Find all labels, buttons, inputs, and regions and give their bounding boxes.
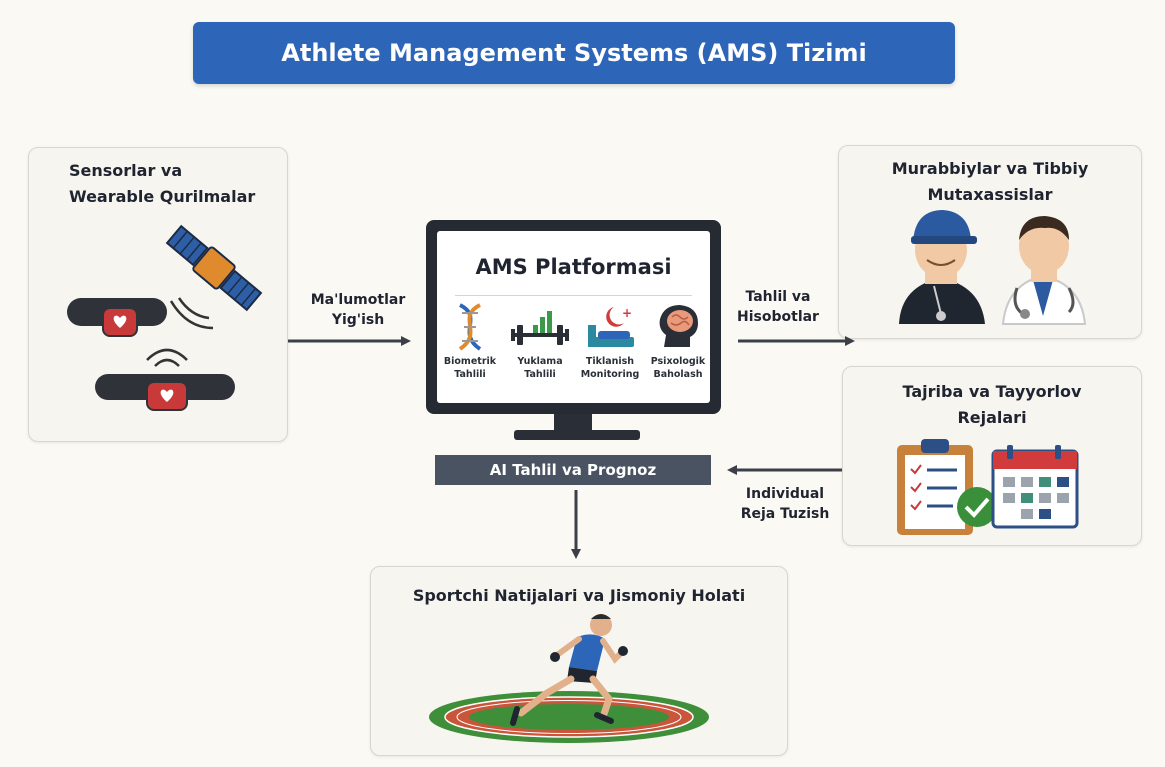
module-biometric-label: Biometrik Tahlili xyxy=(443,356,497,380)
heart-rate-strap-icon xyxy=(95,374,235,411)
coaches-panel: Murabbiylar va Tibbiy Mutaxassislar xyxy=(838,145,1142,339)
module-recovery-label: Tiklanish Monitoring xyxy=(580,356,640,380)
plans-panel-title: Tajriba va Tayyorlov Rejalari xyxy=(902,382,1082,427)
flow-label-collect: Ma'lumotlar Yig'ish xyxy=(310,292,406,328)
ams-platform-monitor: AMS Platformasi Biometrik Tahlili xyxy=(426,220,721,414)
monitor-screen: AMS Platformasi Biometrik Tahlili xyxy=(437,231,710,403)
flow-label-reports: Tahlil va Hisobotlar xyxy=(737,289,819,325)
ai-analysis-bar: AI Tahlil va Prognoz xyxy=(435,455,711,485)
plans-panel: Tajriba va Tayyorlov Rejalari xyxy=(842,366,1142,546)
barbell-chart-icon xyxy=(511,311,569,345)
checkmark-icon xyxy=(957,487,997,527)
module-load-label: Yuklama Tahlili xyxy=(517,356,563,380)
monitor-stand xyxy=(554,414,592,432)
results-panel-title: Sportchi Natijalari va Jismoniy Holati xyxy=(412,586,746,605)
coaches-panel-title: Murabbiylar va Tibbiy Mutaxassislar xyxy=(891,159,1089,204)
module-psychology: Psixologik Baholash xyxy=(643,303,713,381)
results-panel: Sportchi Natijalari va Jismoniy Holati xyxy=(370,566,788,756)
recovery-bed-icon: + xyxy=(588,306,634,347)
brain-head-icon xyxy=(659,305,698,347)
flow-label-individual: Individual Reja Tuzish xyxy=(740,486,830,522)
sensors-illustration xyxy=(67,224,263,411)
sensors-panel: Sensorlar va Wearable Qurilmalar xyxy=(28,147,288,442)
clipboard-icon xyxy=(897,439,973,535)
coach-icon xyxy=(899,210,985,324)
staff-illustration xyxy=(899,210,1087,325)
screen-divider xyxy=(455,295,692,296)
fitness-band-icon xyxy=(67,298,167,337)
wireless-signal-icon xyxy=(146,348,188,367)
module-recovery: + Tiklanish Monitoring xyxy=(575,303,645,381)
calendar-icon xyxy=(991,445,1079,529)
monitor-base xyxy=(514,430,640,440)
platform-title: AMS Platformasi xyxy=(475,255,672,279)
dna-icon xyxy=(458,303,482,351)
sensors-panel-title: Sensorlar va Wearable Qurilmalar xyxy=(69,161,256,206)
module-load: Yuklama Tahlili xyxy=(505,303,575,381)
module-psychology-label: Psixologik Baholash xyxy=(650,356,706,380)
runner-icon xyxy=(510,614,628,726)
title-banner: Athlete Management Systems (AMS) Tizimi xyxy=(193,22,955,84)
running-track-icon xyxy=(429,691,709,743)
module-biometric: Biometrik Tahlili xyxy=(435,303,505,381)
diagram-title: Athlete Management Systems (AMS) Tizimi xyxy=(281,39,867,67)
satellite-icon xyxy=(165,224,263,312)
runner-illustration xyxy=(429,614,709,743)
plans-illustration xyxy=(897,439,1079,535)
svg-text:+: + xyxy=(622,306,632,320)
doctor-icon xyxy=(1001,216,1087,325)
